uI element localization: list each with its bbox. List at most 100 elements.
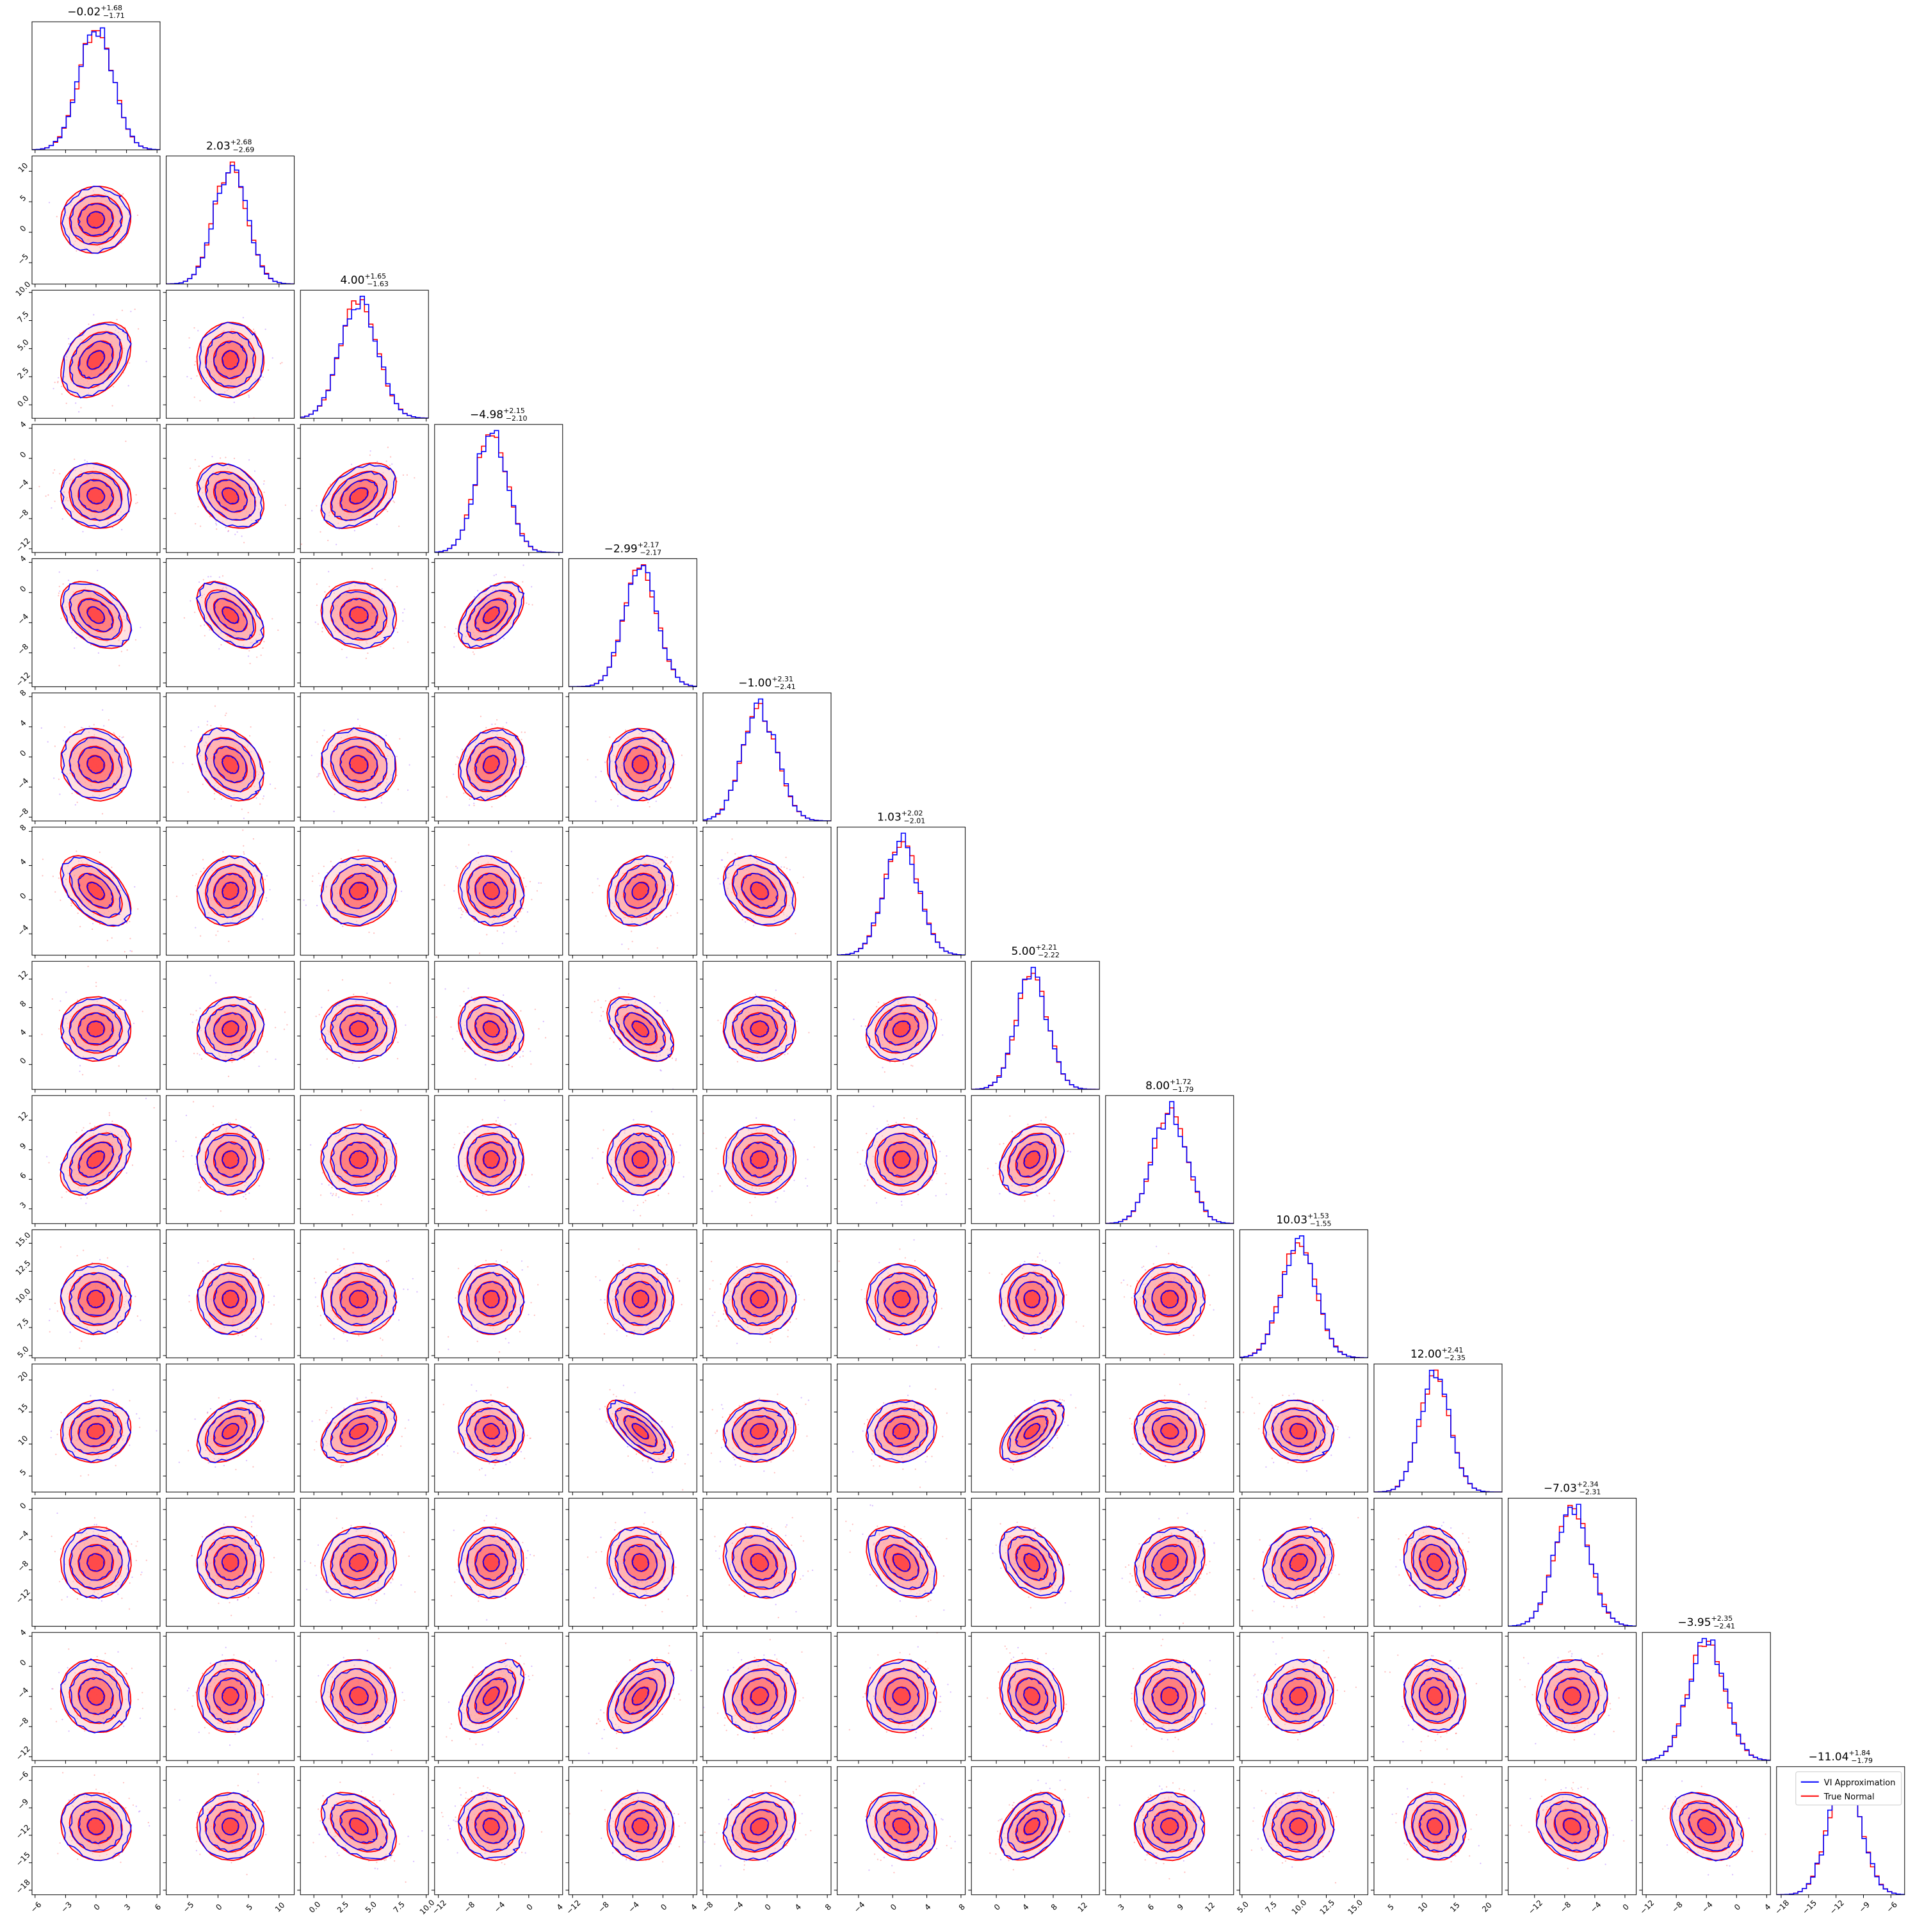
contour-vi-approx-13-2-1 xyxy=(330,1801,388,1852)
contour-vi-approx-6-2-0 xyxy=(320,857,397,926)
density-fill-11-8-3 xyxy=(1161,1554,1179,1571)
x-tick-label-0: −6 xyxy=(29,1900,43,1914)
contour-vi-approx-6-1-1 xyxy=(206,864,255,918)
contour-true-normal-11-7-0 xyxy=(999,1526,1065,1599)
contour-vi-approx-7-6-0 xyxy=(866,996,936,1062)
y-tick-label-3: −4 xyxy=(16,478,30,492)
contour-true-normal-9-3-0 xyxy=(458,1263,524,1335)
contour-true-normal-7-0-0 xyxy=(60,996,132,1062)
contour-vi-approx-10-8-2 xyxy=(1152,1415,1188,1447)
density-fill-12-11-3 xyxy=(1563,1687,1581,1705)
contour-vi-approx-12-0-1 xyxy=(69,1668,122,1725)
density-fill-10-4-3 xyxy=(632,1424,649,1439)
scatter-panel-8-3 xyxy=(431,1095,563,1227)
contour-true-normal-5-0-2 xyxy=(77,745,115,784)
density-fill-1-0-3 xyxy=(87,211,105,229)
contour-vi-approx-8-2-1 xyxy=(330,1132,386,1186)
y-tick-label-8: 6 xyxy=(18,1171,28,1180)
y-tick-label-13: −18 xyxy=(14,1878,32,1895)
contour-vi-approx-12-3-3 xyxy=(482,1686,500,1706)
x-tick-label-12: 4 xyxy=(1763,1903,1772,1912)
density-fill-10-9-3 xyxy=(1289,1424,1307,1439)
contour-vi-approx-5-4-3 xyxy=(631,754,649,774)
scatter-panel-12-4 xyxy=(565,1632,697,1764)
contour-vi-approx-7-4-0 xyxy=(608,997,674,1062)
contour-vi-approx-9-5-3 xyxy=(750,1290,770,1309)
contour-true-normal-6-1-1 xyxy=(205,863,256,918)
scatter-panel-11-7 xyxy=(968,1498,1100,1630)
x-tick-label-9: 5.0 xyxy=(1236,1900,1250,1915)
x-tick-label-12: −8 xyxy=(1670,1900,1684,1914)
contour-vi-approx-10-7-1 xyxy=(1008,1408,1056,1454)
contour-vi-approx-9-2-2 xyxy=(340,1281,378,1317)
contour-vi-approx-3-0-1 xyxy=(69,472,122,522)
x-tick-label-4: −12 xyxy=(565,1898,583,1916)
contour-vi-approx-11-9-2 xyxy=(1281,1544,1316,1582)
y-tick-label-7: 0 xyxy=(18,1056,28,1066)
contour-vi-approx-10-5-2 xyxy=(741,1415,779,1447)
scatter-panel-9-4 xyxy=(565,1229,697,1361)
contour-vi-approx-2-1-3 xyxy=(222,350,239,370)
contour-vi-approx-2-0-0 xyxy=(62,323,132,399)
contour-vi-approx-9-1-1 xyxy=(205,1272,257,1327)
contour-vi-approx-12-4-2 xyxy=(623,1677,658,1715)
contour-vi-approx-10-6-1 xyxy=(874,1408,928,1455)
scatter-panel-4-0: −12−8−404 xyxy=(14,554,161,690)
contour-vi-approx-7-1-2 xyxy=(213,1012,248,1046)
panel-frame-11-9 xyxy=(1239,1498,1368,1627)
contour-vi-approx-5-1-2 xyxy=(213,745,247,784)
x-tick-label-0: −3 xyxy=(60,1900,74,1914)
contour-vi-approx-13-4-3 xyxy=(631,1817,649,1836)
y-tick-label-8: 9 xyxy=(18,1141,28,1151)
density-fill-9-3-3 xyxy=(483,1290,499,1308)
contour-true-normal-10-6-0 xyxy=(865,1399,938,1463)
contour-vi-approx-12-8-2 xyxy=(1151,1676,1188,1715)
density-fill-5-4-3 xyxy=(632,755,649,774)
contour-vi-approx-9-0-2 xyxy=(77,1281,115,1316)
contour-vi-approx-11-5-3 xyxy=(750,1553,770,1572)
contour-vi-approx-10-9-3 xyxy=(1289,1423,1308,1440)
contour-true-normal-6-0-2 xyxy=(77,872,114,909)
legend-label-0: VI Approximation xyxy=(1824,1778,1896,1788)
contour-vi-approx-10-9-2 xyxy=(1280,1415,1316,1447)
contour-vi-approx-5-3-0 xyxy=(458,729,525,802)
scatter-panel-3-1 xyxy=(163,424,295,556)
contour-vi-approx-5-2-1 xyxy=(330,738,388,791)
panel-frame-13-7 xyxy=(971,1766,1100,1895)
hist-vi-approx-10 xyxy=(1374,1369,1502,1492)
contour-vi-approx-12-7-1 xyxy=(1008,1668,1057,1725)
contour-true-normal-8-6-3 xyxy=(892,1150,911,1169)
hist-true-normal-9 xyxy=(1240,1242,1368,1358)
contour-true-normal-12-9-1 xyxy=(1271,1668,1326,1725)
contour-vi-approx-4-3-0 xyxy=(458,582,525,649)
contour-vi-approx-13-9-2 xyxy=(1281,1810,1316,1844)
contour-true-normal-10-8-2 xyxy=(1151,1415,1188,1448)
panel-frame-11-7 xyxy=(971,1498,1100,1627)
scatter-panel-9-2 xyxy=(297,1229,429,1361)
x-tick-label-0: 0 xyxy=(92,1903,102,1912)
panel-frame-8-8 xyxy=(1105,1095,1234,1224)
contour-vi-approx-13-8-3 xyxy=(1160,1817,1179,1836)
x-tick-label-5: −4 xyxy=(731,1900,745,1914)
density-fill-12-10-3 xyxy=(1427,1687,1442,1705)
contour-vi-approx-10-6-0 xyxy=(866,1400,935,1463)
contour-vi-approx-12-10-3 xyxy=(1426,1686,1443,1706)
scatter-panel-2-1 xyxy=(163,289,295,422)
contour-vi-approx-10-7-0 xyxy=(1001,1400,1065,1462)
x-tick-label-6: −4 xyxy=(852,1900,866,1914)
contour-vi-approx-11-8-1 xyxy=(1143,1534,1195,1590)
contour-true-normal-12-5-1 xyxy=(731,1668,788,1725)
contour-true-normal-12-2-0 xyxy=(320,1659,398,1733)
x-tick-label-4: 4 xyxy=(689,1903,699,1912)
contour-true-normal-7-2-1 xyxy=(330,1004,388,1054)
density-fill-4-2-3 xyxy=(350,606,368,624)
contour-true-normal-9-6-0 xyxy=(866,1263,938,1336)
param-title-12: −3.95+2.35−2.41 xyxy=(1677,1614,1735,1630)
contour-vi-approx-4-0-2 xyxy=(78,599,114,632)
contour-vi-approx-9-8-0 xyxy=(1133,1264,1206,1333)
density-fill-9-1-3 xyxy=(222,1290,239,1308)
